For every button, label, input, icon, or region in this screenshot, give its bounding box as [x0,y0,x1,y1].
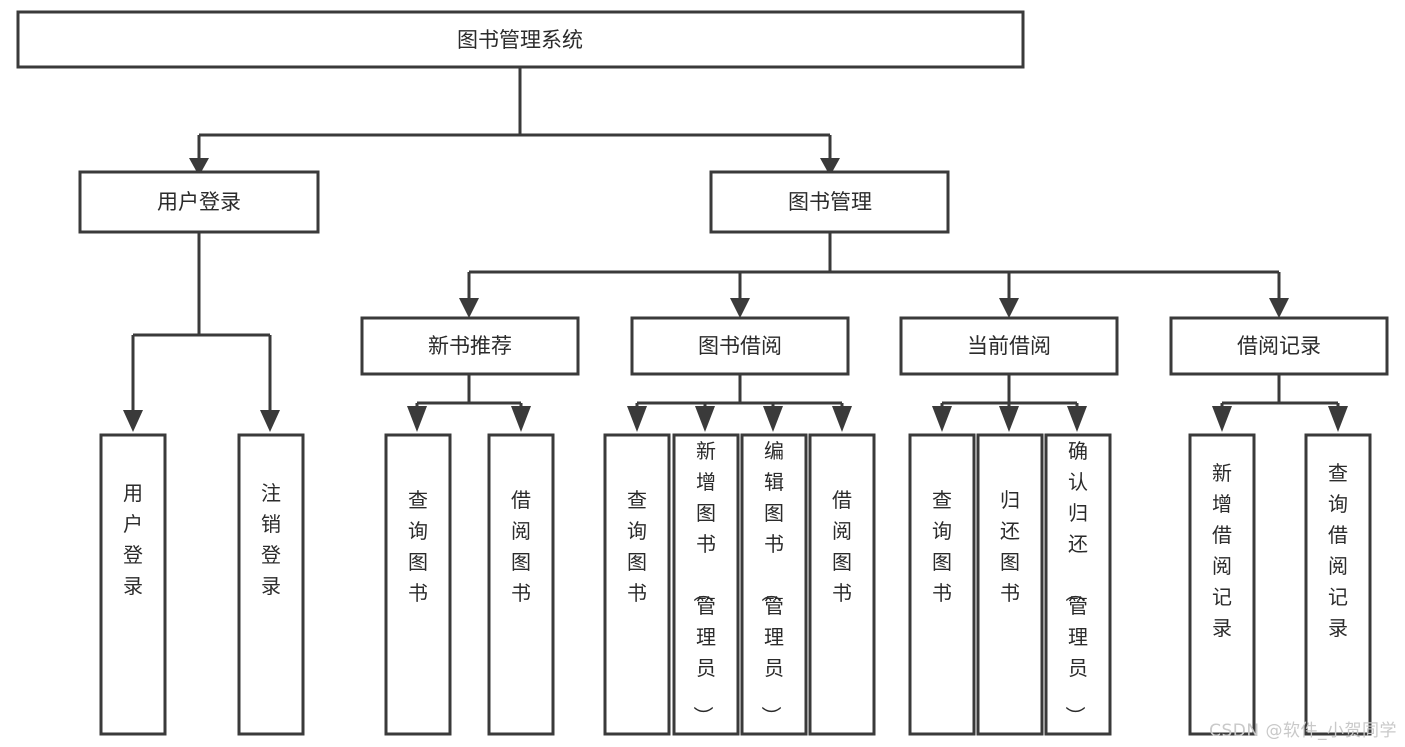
leaf-borrow-book-2[interactable]: 借阅图书 [808,433,876,736]
arrow-borrowrecord-to-leaf1 [1212,406,1232,432]
arrow-root-to-user-login [189,158,209,176]
leaf-user-login-label: 用户登录 [123,481,143,598]
leaf-edit-book-box[interactable] [740,433,808,736]
leaf-user-login-box[interactable] [99,433,167,736]
leaf-add-record-label: 新增借阅记录 [1212,461,1232,640]
leaf-query-book-2[interactable]: 查询图书 [603,433,671,736]
connector-newbook-bus [417,374,521,405]
arrow-currentborrow-to-leaf2 [999,406,1019,432]
node-borrow-record[interactable]: 借阅记录 [1169,316,1389,376]
arrow-newbook-to-leaf2 [511,406,531,432]
node-book-borrow-box[interactable] [630,316,850,376]
leaf-add-record-box[interactable] [1188,433,1256,736]
node-root-box[interactable] [16,10,1025,69]
node-user-login-box[interactable] [78,170,320,234]
leaf-query-book-2-label: 查询图书 [627,488,647,605]
node-current-borrow-label: 当前借阅 [967,334,1051,358]
arrow-bookmanage-to-bookborrow [730,298,750,318]
leaf-logout-login-box[interactable] [237,433,305,736]
arrow-bookborrow-to-leaf1 [627,406,647,432]
connector-bookborrow-bus [637,374,842,405]
leaf-confirm-return-box[interactable] [1044,433,1112,736]
arrow-currentborrow-to-leaf3 [1067,406,1087,432]
leaf-logout-login[interactable]: 注销登录 [237,433,305,736]
arrow-bookborrow-to-leaf3 [763,406,783,432]
node-borrow-record-label: 借阅记录 [1237,334,1321,358]
leaf-borrow-book-1-label: 借阅图书 [511,488,531,605]
node-book-manage-label: 图书管理 [788,190,872,214]
leaf-borrow-book-1-box[interactable] [487,433,555,736]
leaf-query-record-box[interactable] [1304,433,1372,736]
leaf-borrow-book-2-box[interactable] [808,433,876,736]
leaf-query-book-3-label: 查询图书 [932,488,952,605]
leaf-logout-login-label: 注销登录 [261,481,281,598]
leaf-confirm-return[interactable]: 确认归还（管理员） [1044,433,1112,736]
leaf-add-record[interactable]: 新增借阅记录 [1188,433,1256,736]
node-current-borrow[interactable]: 当前借阅 [899,316,1119,376]
connector-root-bus [199,67,830,137]
arrow-currentborrow-to-leaf1 [932,406,952,432]
leaf-add-book-label: 新增图书（管理员） [691,439,716,726]
arrow-bookmanage-to-currentborrow [999,298,1019,318]
arrow-bookmanage-to-newbook [459,298,479,318]
node-book-manage[interactable]: 图书管理 [709,170,950,234]
node-borrow-record-box[interactable] [1169,316,1389,376]
leaf-confirm-return-label: 确认归还（管理员） [1063,439,1088,726]
leaf-query-record[interactable]: 查询借阅记录 [1304,433,1372,736]
csdn-watermark: CSDN @软件_小贺同学 [1209,721,1397,741]
leaf-query-record-label: 查询借阅记录 [1328,461,1348,640]
leaf-add-book[interactable]: 新增图书（管理员） [672,433,740,736]
arrow-newbook-to-leaf1 [407,406,427,432]
node-root-label: 图书管理系统 [457,28,583,52]
arrow-userlogin-to-leaf2 [260,410,280,432]
leaf-borrow-book-1[interactable]: 借阅图书 [487,433,555,736]
arrow-bookborrow-to-leaf2 [695,406,715,432]
leaf-return-book[interactable]: 归还图书 [976,433,1044,736]
node-book-manage-box[interactable] [709,170,950,234]
node-new-book-recommend[interactable]: 新书推荐 [360,316,580,376]
connector-bookmanage-bus [469,232,1279,274]
leaf-return-book-box[interactable] [976,433,1044,736]
arrow-root-to-book-manage [820,158,840,176]
node-user-login[interactable]: 用户登录 [78,170,320,234]
leaf-return-book-label: 归还图书 [1000,488,1020,605]
node-new-book-recommend-box[interactable] [360,316,580,376]
node-root[interactable]: 图书管理系统 [16,10,1025,69]
connector-userlogin-bus [133,232,270,337]
leaf-query-book-1[interactable]: 查询图书 [384,433,452,736]
leaf-query-book-3[interactable]: 查询图书 [908,433,976,736]
connector-borrowrecord-bus [1222,374,1338,405]
leaf-edit-book-label: 编辑图书（管理员） [759,439,784,726]
leaf-edit-book[interactable]: 编辑图书（管理员） [740,433,808,736]
node-current-borrow-box[interactable] [899,316,1119,376]
leaf-user-login[interactable]: 用户登录 [99,433,167,736]
node-book-borrow[interactable]: 图书借阅 [630,316,850,376]
leaf-query-book-1-label: 查询图书 [408,488,428,605]
arrow-userlogin-to-leaf1 [123,410,143,432]
node-book-borrow-label: 图书借阅 [698,334,782,358]
connectors-layer [123,67,1348,432]
leaf-query-book-3-box[interactable] [908,433,976,736]
leaf-add-book-box[interactable] [672,433,740,736]
arrow-borrowrecord-to-leaf2 [1328,406,1348,432]
node-new-book-recommend-label: 新书推荐 [428,334,512,358]
leaf-borrow-book-2-label: 借阅图书 [832,488,852,605]
connector-currentborrow-bus [942,374,1077,405]
arrow-bookborrow-to-leaf4 [832,406,852,432]
leaf-query-book-2-box[interactable] [603,433,671,736]
leaf-query-book-1-box[interactable] [384,433,452,736]
arrow-bookmanage-to-borrowrecord [1269,298,1289,318]
node-user-login-label: 用户登录 [157,190,241,214]
